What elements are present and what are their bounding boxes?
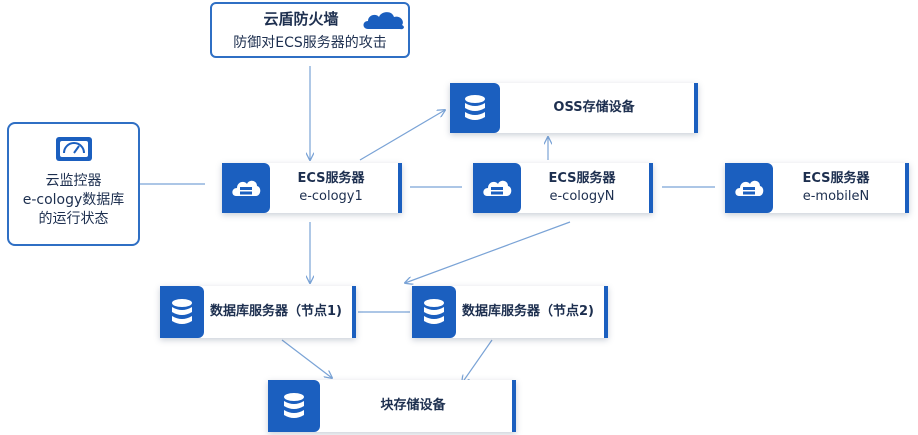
monitor-line-3: 的运行状态 <box>38 211 109 227</box>
cloud-icon <box>363 12 404 30</box>
db-server-node-1: 数据库服务器（节点1) <box>160 286 356 338</box>
ecsMobile-sub: e-mobileN <box>802 189 870 204</box>
arrow-ecs1-to-oss <box>359 110 445 161</box>
ecsN-sub: e-cologyN <box>549 189 615 204</box>
firewall-desc: 防御对ECS服务器的攻击 <box>233 35 387 51</box>
monitor-line-2: e-cology数据库 <box>22 192 125 208</box>
firewall-box: 云盾防火墙 防御对ECS服务器的攻击 <box>210 2 410 58</box>
db-server-node-2: 数据库服务器（节点2) <box>412 286 608 338</box>
firewall-title: 云盾防火墙 <box>263 10 339 28</box>
db1-label: 数据库服务器（节点1) <box>210 304 342 319</box>
database-icon <box>424 299 444 324</box>
ecs1-label: ECS服务器 <box>297 171 365 186</box>
cloud-server-icon <box>483 180 512 196</box>
database-icon <box>465 95 485 120</box>
ecs-node-emobileN: ECS服务器 e-mobileN <box>725 163 909 213</box>
monitor-line-1: 云监控器 <box>45 173 102 189</box>
arrow-db1-to-block <box>281 339 332 378</box>
gauge-icon <box>56 137 92 161</box>
cloud-server-icon <box>735 180 764 196</box>
block-storage-node: 块存储设备 <box>268 380 516 432</box>
ecs1-sub: e-cology1 <box>299 189 363 204</box>
block-label: 块存储设备 <box>380 398 446 413</box>
monitor-box: 云监控器 e-cology数据库 的运行状态 <box>7 122 140 246</box>
cloud-server-icon <box>232 180 261 196</box>
ecsMobile-label: ECS服务器 <box>802 171 870 186</box>
arrow-ecsN-to-db2 <box>405 221 571 283</box>
database-icon <box>284 393 304 418</box>
database-icon <box>172 299 192 324</box>
monitor-text: 云监控器 e-cology数据库 的运行状态 <box>9 172 138 229</box>
ecs-node-ecologyN: ECS服务器 e-cologyN <box>473 163 653 213</box>
db2-label: 数据库服务器（节点2) <box>462 304 594 319</box>
ecs-node-ecology1: ECS服务器 e-cology1 <box>222 163 402 213</box>
arrow-db2-to-block <box>462 339 493 383</box>
oss-storage-node: OSS存储设备 <box>450 83 698 133</box>
ecsN-label: ECS服务器 <box>548 171 616 186</box>
oss-label: OSS存储设备 <box>553 100 635 115</box>
